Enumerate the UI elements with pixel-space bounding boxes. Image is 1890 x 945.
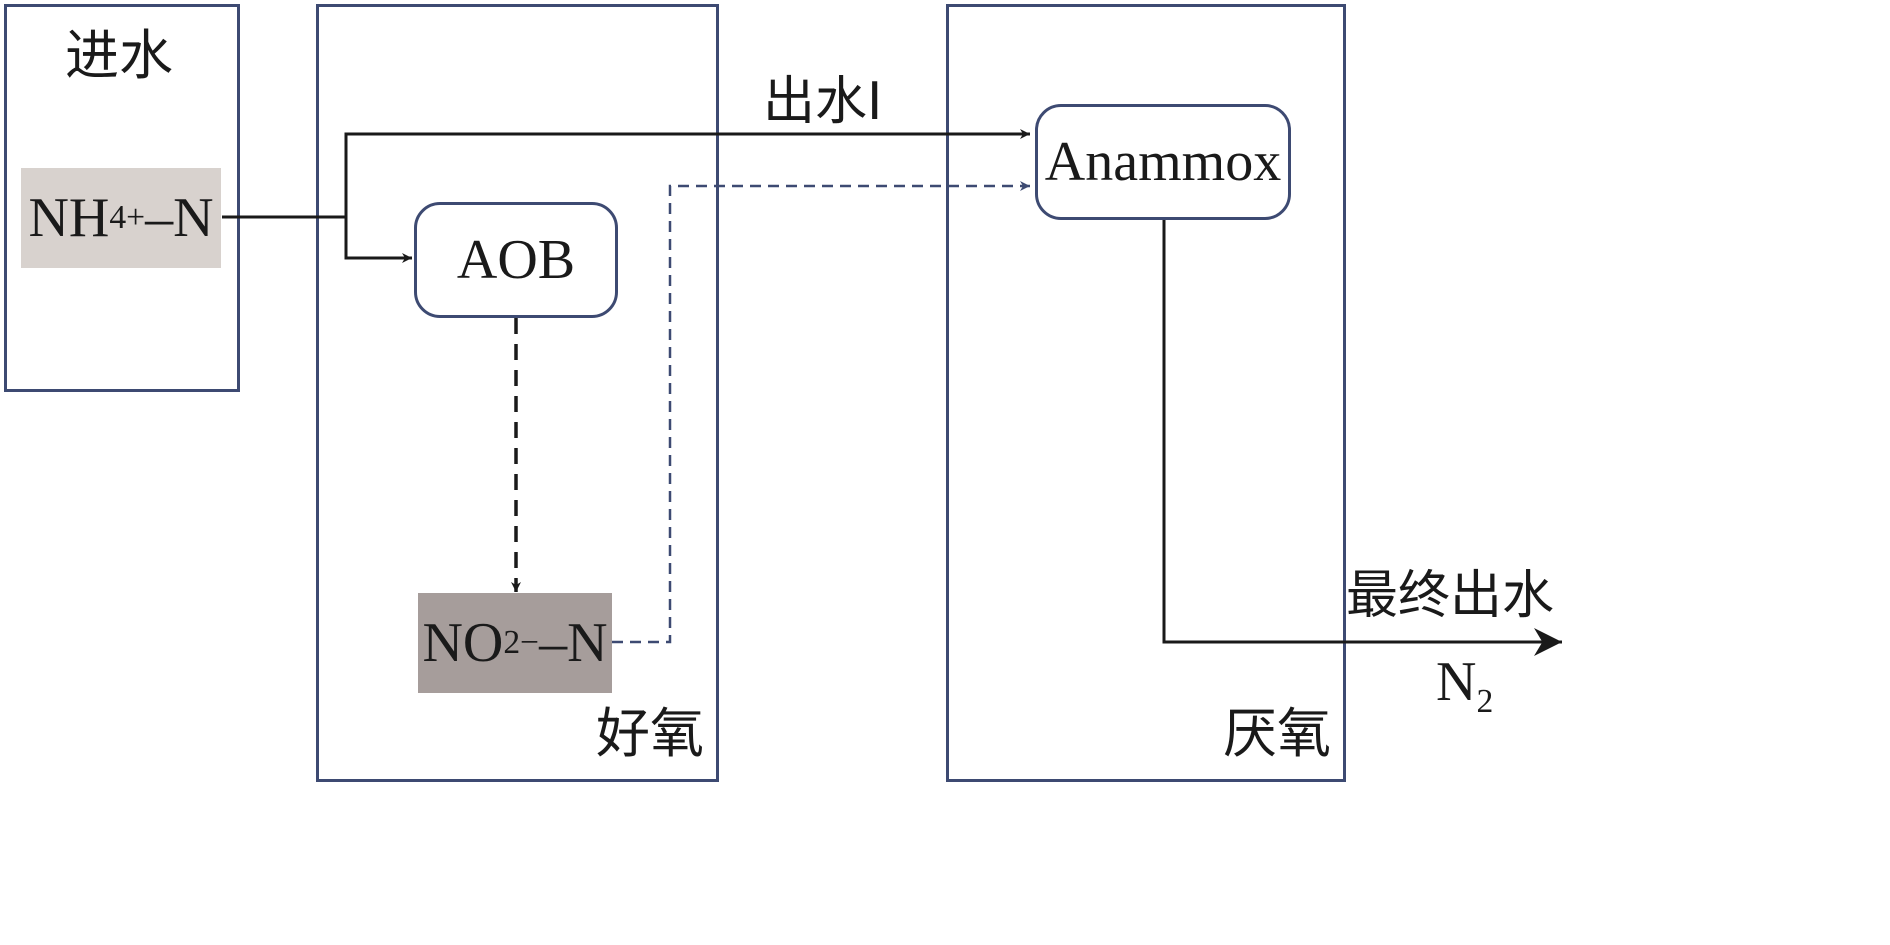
final-effluent-arrow xyxy=(1162,220,1562,656)
to-aob-arrow xyxy=(344,217,412,263)
anammox-node: Anammox xyxy=(1035,104,1291,220)
aerobic-zone: 好氧 xyxy=(316,4,719,782)
ammonium-base: NH xyxy=(28,187,110,249)
nitrite-to-anammox-arrow xyxy=(612,181,1030,644)
anaerobic-zone-label: 厌氧 xyxy=(1223,702,1331,765)
nitrite-subscript: 2 xyxy=(503,624,521,661)
bypass-flow-arrow xyxy=(344,129,1030,217)
effluent-1-label: 出水Ⅰ xyxy=(763,72,883,132)
anammox-label: Anammox xyxy=(1044,131,1282,193)
aob-node: AOB xyxy=(414,202,618,318)
final-effluent-label: 最终出水 xyxy=(1346,566,1555,626)
aerobic-zone-label: 好氧 xyxy=(596,702,704,765)
ammonium-charge: + xyxy=(126,199,146,236)
inlet-zone-label: 进水 xyxy=(65,24,173,87)
nitrite-base: NO xyxy=(422,612,504,674)
aob-label: AOB xyxy=(456,229,576,291)
ammonium-tail: –N xyxy=(145,187,214,249)
nitrite-charge: − xyxy=(520,624,540,661)
inlet-zone: 进水 xyxy=(4,4,240,392)
ammonium-subscript: 4 xyxy=(109,199,127,236)
nitrogen-gas-base: N xyxy=(1436,651,1477,713)
nitrite-tail: –N xyxy=(539,612,608,674)
anaerobic-zone: 厌氧 xyxy=(946,4,1346,782)
nitrogen-gas-label: N2 xyxy=(1436,654,1493,719)
nitrogen-gas-subscript: 2 xyxy=(1476,683,1494,721)
